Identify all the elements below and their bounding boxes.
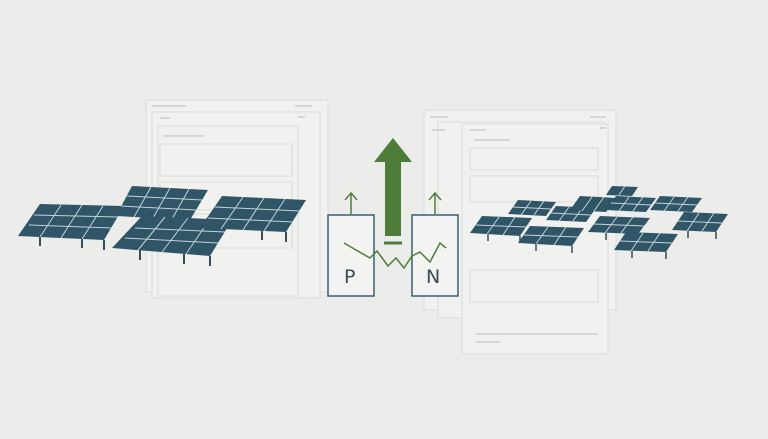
arrow-up-icon (374, 138, 412, 245)
solar-array-left (18, 186, 306, 266)
solar-panel (672, 212, 728, 239)
signal-line (343, 241, 447, 270)
solar-panel (470, 216, 532, 243)
solar-panel (606, 196, 656, 212)
solar-panel (18, 204, 124, 250)
solar-panel (570, 196, 616, 212)
solar-panel (614, 232, 678, 259)
solar-panel (116, 186, 208, 220)
solar-panel (588, 216, 650, 241)
p-type-device-icon: P (327, 191, 375, 297)
solar-panel (200, 196, 306, 242)
solar-panel (518, 226, 584, 253)
solar-panel (508, 200, 556, 216)
solar-panel (650, 196, 702, 212)
n-type-device-icon: N (411, 191, 459, 297)
solar-array-right (470, 185, 728, 259)
p-label: P (344, 266, 355, 288)
solar-panel (606, 185, 638, 196)
n-label: N (426, 266, 440, 288)
